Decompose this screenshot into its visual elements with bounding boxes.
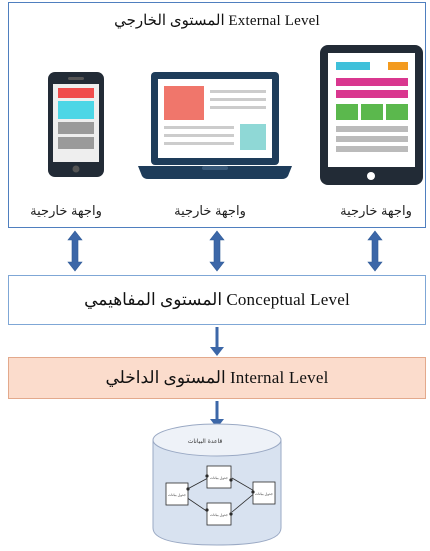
db-table-label: جدول بيانات — [255, 492, 273, 496]
external-view-label-laptop: واجهة خارجية — [174, 203, 246, 218]
tablet-icon — [320, 45, 423, 185]
db-table-label: جدول بيانات — [210, 513, 228, 517]
external-level-title: المستوى الخارجي External Level — [114, 13, 320, 29]
db-table-label: جدول بيانات — [168, 493, 186, 497]
external-conceptual-arrows — [67, 230, 383, 272]
double-arrow-right — [367, 230, 383, 272]
conceptual-internal-arrow — [210, 327, 224, 356]
double-arrow-middle — [209, 230, 225, 272]
external-view-label-tablet: واجهة خارجية — [340, 203, 412, 218]
conceptual-level-box: المستوى المفاهيمي Conceptual Level — [8, 275, 426, 325]
internal-level-box: المستوى الداخلي Internal Level — [8, 357, 426, 399]
double-arrow-left — [67, 230, 83, 272]
phone-icon — [48, 72, 104, 177]
db-table-label: جدول بيانات — [210, 476, 228, 480]
laptop-icon — [138, 72, 292, 179]
external-view-label-phone: واجهة خارجية — [30, 203, 102, 218]
db-caption: قاعدة البيانات — [188, 438, 223, 445]
database-icon: قاعدة البيانات جدول بيانات جدول بيانات ج… — [152, 423, 282, 546]
conceptual-level-title: المستوى المفاهيمي Conceptual Level — [84, 290, 350, 309]
internal-level-title: المستوى الداخلي Internal Level — [105, 368, 329, 387]
